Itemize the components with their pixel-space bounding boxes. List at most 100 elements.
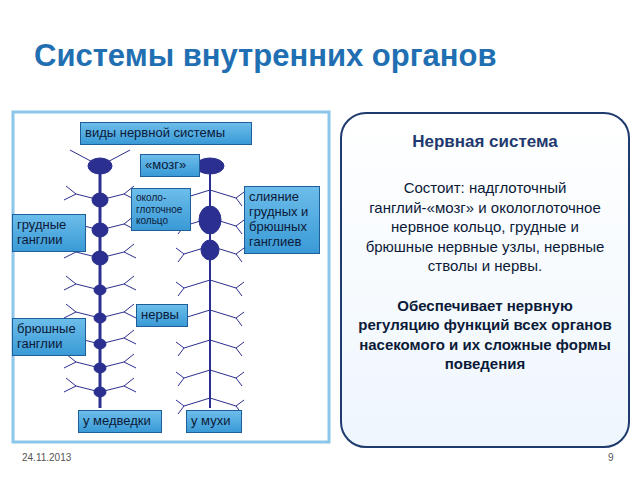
nerve	[184, 340, 210, 348]
nerve	[184, 398, 210, 406]
nerve	[124, 304, 134, 312]
nerve	[210, 398, 236, 406]
nerve	[100, 338, 124, 344]
nerve	[100, 284, 124, 290]
nerve	[100, 150, 130, 166]
nerve	[76, 194, 100, 200]
label-box: нервы	[136, 304, 188, 327]
nerve	[124, 284, 136, 290]
info-panel: Нервная системаСостоит: надглоточный ган…	[340, 112, 630, 448]
nerve	[184, 370, 210, 378]
nerve	[124, 378, 134, 386]
nerve	[76, 386, 100, 392]
nerve	[124, 276, 134, 284]
label-box: грудные ганглии	[12, 214, 86, 252]
nerve	[236, 288, 242, 296]
nerve	[184, 280, 210, 288]
nerve	[66, 304, 76, 312]
slide-title: Системы внутренних органов	[34, 38, 497, 74]
nerve	[176, 400, 184, 406]
nerve	[66, 276, 76, 284]
nerve	[210, 340, 236, 348]
nerve	[176, 282, 184, 288]
nerve	[236, 254, 242, 262]
nerve	[124, 386, 136, 392]
slide-number: 9	[608, 452, 614, 463]
box-label: «мозг»	[145, 158, 195, 173]
nerve	[210, 190, 236, 198]
nerve	[178, 288, 184, 296]
box-label: грудные ганглии	[17, 218, 81, 248]
nerve-cord	[209, 160, 211, 408]
box-label: у медведки	[83, 414, 157, 429]
box-label: виды нервной системы	[85, 126, 247, 141]
box-label: около-глоточное кольцо	[136, 192, 186, 227]
label-box: у мухи	[186, 410, 242, 433]
nerve	[178, 254, 184, 262]
nerve	[100, 312, 124, 318]
nerve	[236, 378, 242, 386]
label-box: около-глоточное кольцо	[131, 188, 191, 231]
nerve	[184, 246, 210, 254]
nerve	[236, 318, 242, 326]
nerve	[236, 342, 244, 348]
nerve	[178, 348, 184, 356]
nerve	[100, 224, 124, 230]
nerve	[124, 362, 136, 368]
nerve	[236, 248, 244, 254]
label-box: «мозг»	[140, 154, 200, 177]
nerve	[100, 362, 124, 368]
nerve	[100, 194, 124, 200]
box-label: слияние грудных и брюшных ганглиев	[249, 190, 315, 250]
nerve	[236, 400, 244, 406]
nerve	[176, 342, 184, 348]
nerve	[76, 252, 100, 258]
nerve	[236, 348, 242, 356]
panel-body: Состоит: надглоточный ганглий-«мозг» и о…	[356, 178, 614, 276]
label-box: слияние грудных и брюшных ганглиев	[244, 186, 320, 254]
box-label: брюшные ганглии	[17, 322, 81, 352]
nerve	[210, 218, 236, 226]
panel-body: Обеспечивает нервную регуляцию функций в…	[356, 296, 614, 374]
nerve	[64, 252, 76, 258]
nerve	[236, 220, 244, 226]
nerve	[176, 372, 184, 378]
nerve	[64, 194, 76, 200]
box-label: у мухи	[191, 414, 237, 429]
nerve	[70, 150, 100, 166]
nerve	[100, 386, 124, 392]
nerve	[100, 252, 124, 258]
nerve	[210, 310, 236, 318]
nerve	[124, 354, 134, 362]
brain-ganglion	[196, 158, 224, 174]
nerve	[178, 378, 184, 386]
diagram-frame	[13, 112, 329, 442]
nerve	[124, 252, 136, 258]
slide-date: 24.11.2013	[22, 452, 71, 463]
nerve	[124, 244, 134, 252]
nerve	[124, 330, 134, 338]
nerve	[236, 312, 244, 318]
nerve	[76, 284, 100, 290]
panel-heading: Нервная система	[356, 132, 614, 152]
nerve	[64, 362, 76, 368]
nerve	[124, 312, 136, 318]
fused-ganglion	[201, 240, 219, 260]
nerve	[236, 282, 244, 288]
nerve	[236, 372, 244, 378]
nerve	[76, 362, 100, 368]
nerve	[236, 226, 242, 234]
nerve	[124, 338, 136, 344]
nerve	[176, 248, 184, 254]
nerve	[178, 406, 184, 414]
nerve	[236, 192, 244, 198]
nerve	[236, 198, 242, 206]
nerve	[210, 246, 236, 254]
label-box: брюшные ганглии	[12, 318, 86, 356]
nerve	[210, 370, 236, 378]
label-box: виды нервной системы	[80, 122, 252, 145]
nerve	[66, 186, 76, 194]
nerve	[66, 378, 76, 386]
label-box: у медведки	[78, 410, 162, 433]
nerve	[210, 280, 236, 288]
